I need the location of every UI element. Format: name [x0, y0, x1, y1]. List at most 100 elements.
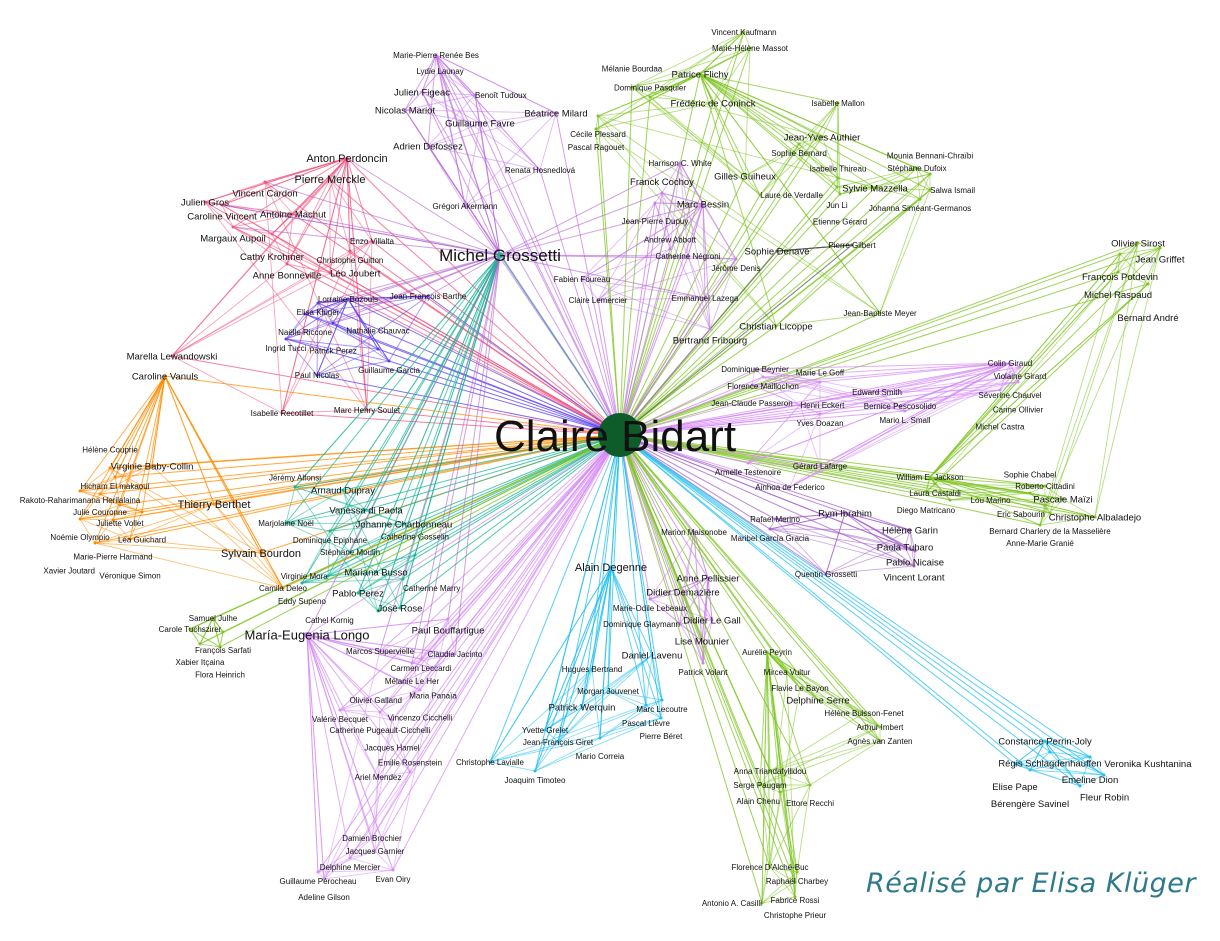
- node-dot[interactable]: [1136, 241, 1140, 245]
- node-label[interactable]: Jacques Hamel: [364, 743, 419, 752]
- node-dot[interactable]: [835, 185, 839, 189]
- node-label[interactable]: Catherine Gosselin: [381, 532, 449, 541]
- node-dot[interactable]: [711, 101, 715, 105]
- node-dot[interactable]: [328, 271, 332, 275]
- node-dot[interactable]: [280, 411, 284, 415]
- node-label[interactable]: Roberto Cittadini: [1015, 482, 1075, 491]
- node-label[interactable]: Dominique Beynier: [721, 365, 789, 374]
- node-label[interactable]: Florence Maillochon: [727, 382, 799, 391]
- node-label[interactable]: Daniel Lavenu: [622, 650, 683, 661]
- node-dot[interactable]: [1008, 375, 1012, 379]
- node-label[interactable]: Guillaume Garcia: [358, 366, 420, 375]
- node-dot[interactable]: [928, 188, 932, 192]
- node-dot[interactable]: [765, 650, 769, 654]
- node-dot[interactable]: [773, 517, 777, 521]
- node-label[interactable]: Marie Le Goff: [796, 369, 845, 378]
- node-label[interactable]: Raphaël Charbey: [766, 877, 828, 886]
- node-dot[interactable]: [924, 490, 928, 494]
- node-label[interactable]: Arthur Imbert: [857, 723, 904, 732]
- node-dot[interactable]: [438, 69, 442, 73]
- node-label[interactable]: Agnès van Zanten: [848, 737, 913, 746]
- node-dot[interactable]: [446, 617, 450, 621]
- node-label[interactable]: Michel Raspaud: [1084, 290, 1152, 301]
- node-label[interactable]: Lorraine Bozouls: [318, 295, 378, 304]
- node-dot[interactable]: [580, 277, 584, 281]
- node-dot[interactable]: [1043, 739, 1047, 743]
- node-dot[interactable]: [706, 576, 710, 580]
- node-dot[interactable]: [1013, 762, 1017, 766]
- node-dot[interactable]: [742, 30, 746, 34]
- node-dot[interactable]: [398, 606, 402, 610]
- node-label[interactable]: Jean Griffet: [1136, 255, 1185, 266]
- node-dot[interactable]: [316, 301, 320, 305]
- node-label[interactable]: Edward Smith: [852, 388, 902, 397]
- node-dot[interactable]: [140, 510, 144, 514]
- node-dot[interactable]: [1028, 768, 1032, 772]
- node-label[interactable]: Yves Doazan: [796, 419, 843, 428]
- node-dot[interactable]: [556, 740, 560, 744]
- node-label[interactable]: Rafael Merino: [750, 515, 800, 524]
- node-label[interactable]: Margaux Aupoil: [200, 234, 265, 245]
- node-dot[interactable]: [285, 262, 289, 266]
- node-label[interactable]: Adeline Gilson: [298, 893, 350, 902]
- node-dot[interactable]: [473, 93, 477, 97]
- node-dot[interactable]: [878, 725, 882, 729]
- node-dot[interactable]: [750, 383, 754, 387]
- node-dot[interactable]: [774, 324, 778, 328]
- node-label[interactable]: Delphine Mercier: [320, 863, 381, 872]
- node-dot[interactable]: [376, 347, 380, 351]
- node-label[interactable]: Benoît Tudoux: [475, 91, 527, 100]
- node-dot[interactable]: [413, 553, 417, 557]
- node-dot[interactable]: [590, 667, 594, 671]
- node-dot[interactable]: [768, 527, 772, 531]
- node-label[interactable]: Jérémy Alfonsi: [269, 474, 321, 483]
- node-label[interactable]: Noémie Olympio: [50, 533, 110, 542]
- node-dot[interactable]: [1016, 380, 1020, 384]
- node-dot[interactable]: [1078, 784, 1082, 788]
- node-dot[interactable]: [270, 232, 274, 236]
- node-dot[interactable]: [768, 865, 772, 869]
- node-label[interactable]: Vincent Kaufmann: [711, 28, 776, 37]
- node-dot[interactable]: [606, 689, 610, 693]
- node-label[interactable]: Thierry Berthet: [178, 499, 251, 511]
- node-dot[interactable]: [797, 142, 801, 146]
- node-label[interactable]: Renata Hosnedlová: [505, 166, 576, 175]
- node-label[interactable]: William E. Jackson: [896, 473, 963, 482]
- node-dot[interactable]: [221, 630, 225, 634]
- node-label[interactable]: Sophie Chabel: [1004, 470, 1057, 479]
- node-label[interactable]: Maria Panaïa: [409, 691, 457, 700]
- node-dot[interactable]: [648, 597, 652, 601]
- node-dot[interactable]: [1158, 246, 1162, 250]
- node-dot[interactable]: [98, 492, 102, 496]
- node-dot[interactable]: [293, 485, 297, 489]
- node-label[interactable]: Gilles Guiheux: [714, 171, 776, 182]
- node-label[interactable]: Michel Grossetti: [439, 246, 561, 265]
- node-label[interactable]: Hicham El makaoui: [81, 482, 150, 491]
- node-dot[interactable]: [1061, 497, 1065, 501]
- node-label[interactable]: Armelle Testenoire: [715, 468, 782, 477]
- node-label[interactable]: Pascal Lièvre: [622, 719, 671, 728]
- node-dot[interactable]: [928, 172, 932, 176]
- node-label[interactable]: Mario Correia: [576, 752, 625, 761]
- node-dot[interactable]: [391, 868, 395, 872]
- node-label[interactable]: Bernard André: [1117, 313, 1178, 324]
- node-dot[interactable]: [113, 475, 117, 479]
- node-label[interactable]: Véronique Simon: [99, 572, 160, 581]
- node-dot[interactable]: [701, 661, 705, 665]
- node-label[interactable]: Didier Demazière: [646, 587, 719, 598]
- node-dot[interactable]: [1102, 773, 1106, 777]
- node-label[interactable]: Hélène Couprie: [82, 445, 138, 454]
- node-label[interactable]: Catherine Pugeault-Cicchelli: [330, 726, 431, 735]
- node-label[interactable]: Bernice Pescosolido: [864, 402, 937, 411]
- node-label[interactable]: Guillaume Favre: [445, 118, 515, 129]
- node-dot[interactable]: [328, 177, 332, 181]
- node-dot[interactable]: [681, 590, 685, 594]
- node-dot[interactable]: [798, 686, 802, 690]
- node-label[interactable]: Vincent Cardon: [232, 189, 297, 200]
- node-dot[interactable]: [284, 521, 288, 525]
- node-label[interactable]: Jean-François Giret: [523, 738, 594, 747]
- node-label[interactable]: Régis Schlagdenhauffen: [998, 759, 1101, 770]
- node-dot[interactable]: [211, 616, 215, 620]
- node-label[interactable]: Caroline Vanuls: [132, 371, 199, 382]
- node-label[interactable]: Marjolaine Noël: [258, 519, 314, 528]
